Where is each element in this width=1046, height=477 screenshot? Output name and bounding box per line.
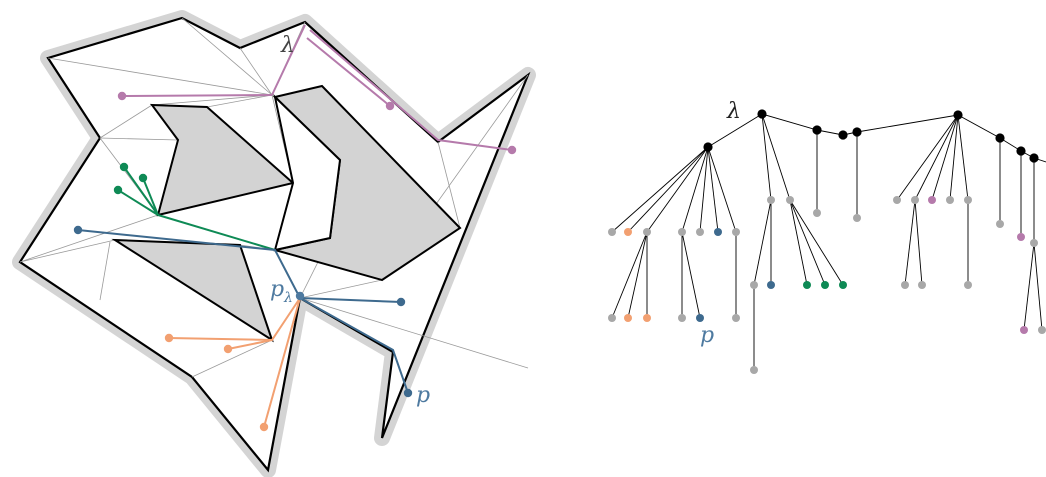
outer-boundary [18,16,531,473]
purple-paths [121,24,513,151]
tree-nodes [608,109,1046,374]
left-panel: λ p λ p [12,10,536,477]
p-label-left: p [416,383,430,408]
p-lambda-subscript: λ [283,290,293,306]
tree-edges [611,113,1046,370]
lambda-label-right: λ [726,99,741,124]
lambda-label-left: λ [280,33,295,58]
right-panel: λ p [608,99,1046,374]
p-lambda-label: p [270,277,284,302]
path-dots [73,91,517,432]
hole-right-notch [273,94,342,252]
p-label-right: p [700,323,714,348]
orange-paths [168,297,301,428]
hole-bottom-left [111,238,274,343]
green-paths [117,166,276,251]
blue-paths [77,229,409,394]
hole-top-left [149,103,296,217]
